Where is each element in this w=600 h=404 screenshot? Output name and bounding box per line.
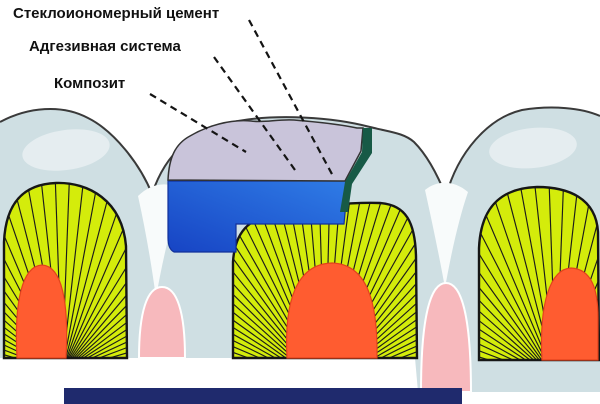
pulp-middle-tooth (285, 262, 378, 359)
pulp-left-tooth (15, 264, 68, 359)
crown-contour-line (0, 106, 600, 200)
label-composite: Композит (54, 75, 126, 92)
label-adhesive-system: Адгезивная система (29, 38, 181, 55)
gingiva-papilla-left (137, 285, 187, 359)
leader-line-composite (149, 93, 247, 153)
bottom-bar (64, 388, 462, 404)
interdental-space-right (425, 182, 468, 288)
leader-line-glass-ionomer (248, 19, 334, 177)
adhesive-region (340, 128, 372, 212)
enamel-highlight-left (22, 129, 110, 171)
glass-ionomer-region (167, 180, 349, 253)
enamel-highlight-right (489, 127, 577, 169)
pulp-right-tooth (540, 267, 599, 361)
label-glass-ionomer-cement: Стеклоиономерный цемент (13, 5, 220, 22)
gingiva-papilla-right (419, 281, 473, 393)
